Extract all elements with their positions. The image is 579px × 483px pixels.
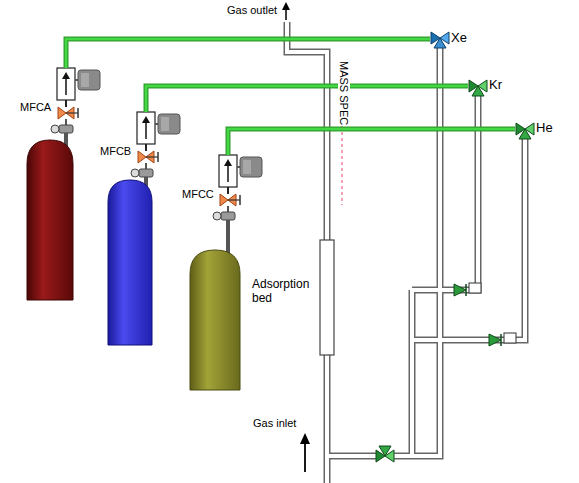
mfc-label: MFCB — [100, 145, 131, 158]
gas-feed-line — [146, 86, 468, 112]
gas-tube — [287, 22, 525, 483]
feed-line-edge — [66, 39, 430, 68]
check-valve — [454, 283, 481, 296]
gas-label: Xe — [451, 31, 467, 46]
mfc-label: MFCC — [182, 188, 214, 201]
check-valve — [489, 333, 516, 346]
three-way-valve: Kr — [468, 75, 512, 97]
gas-label: Kr — [489, 78, 502, 93]
three-way-valve — [469, 80, 487, 96]
mass-flow-controller — [131, 112, 180, 182]
mfc-unit: MFCA — [20, 68, 100, 121]
three-way-valve — [516, 123, 534, 139]
gas-feed-line — [228, 129, 515, 155]
feed-line-edge — [228, 129, 515, 155]
feed-line-core — [66, 39, 430, 68]
mfc-unit: MFCB — [100, 112, 180, 165]
flow-arrow — [300, 433, 310, 472]
feed-line-edge — [146, 86, 468, 112]
gas-cylinder — [190, 218, 240, 390]
three-way-valve: He — [515, 118, 559, 140]
adsorption-column — [320, 240, 334, 355]
bed-label: Adsorption bed — [252, 278, 316, 306]
three-way-valve: Xe — [430, 28, 474, 50]
three-way-valve — [431, 32, 449, 48]
gas-tube-core — [287, 22, 525, 483]
sample-line — [341, 126, 342, 205]
gas-cylinder — [27, 130, 73, 300]
mfc-unit: MFCC — [182, 155, 262, 208]
instrument-label: MASS SPEC — [338, 60, 350, 126]
gas-label: He — [536, 121, 553, 136]
gas-cylinder — [108, 174, 152, 345]
mfc-label: MFCA — [20, 101, 51, 114]
mass-flow-controller — [51, 68, 100, 138]
feed-line-core — [146, 86, 468, 112]
adsorption-bed: Adsorption bed — [250, 240, 336, 356]
mass-flow-controller — [213, 155, 262, 225]
gas-feed-line — [66, 39, 430, 68]
three-way-valve — [376, 446, 394, 462]
flow-label: Gas inlet — [252, 417, 297, 429]
feed-line-core — [228, 129, 515, 155]
flow-arrow — [282, 2, 290, 20]
flow-label: Gas outlet — [226, 4, 278, 16]
